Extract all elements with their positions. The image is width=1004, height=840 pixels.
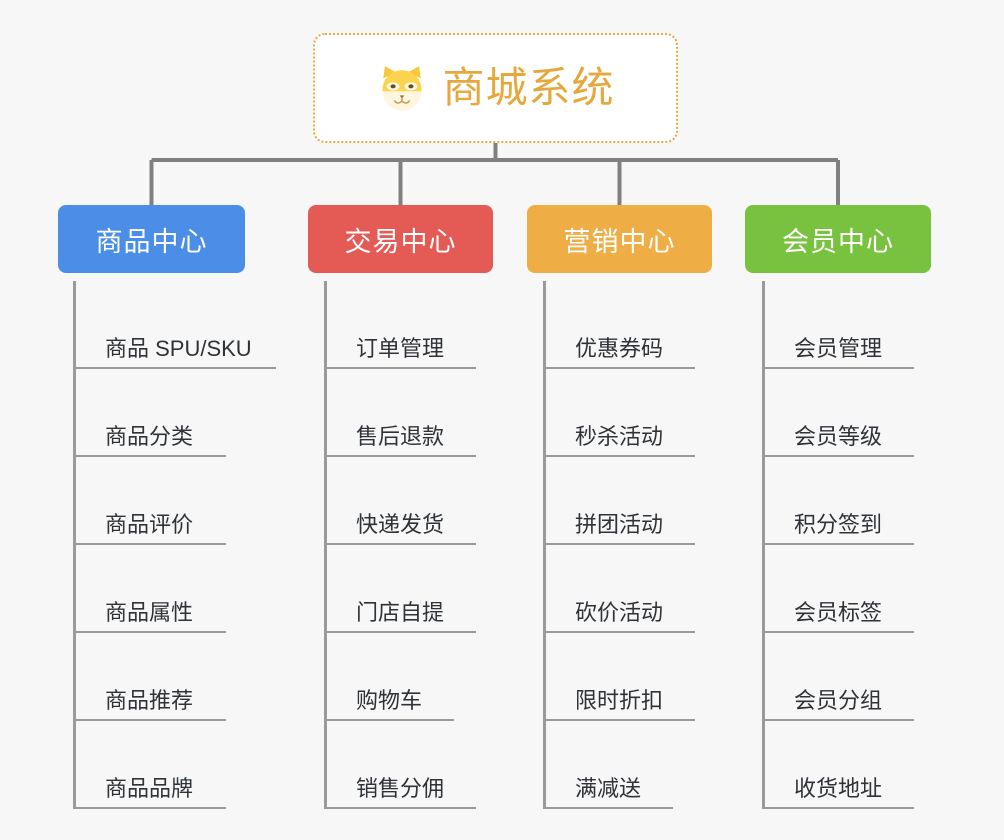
leaf-item[interactable]: 拼团活动 (543, 457, 695, 545)
leaf-item[interactable]: 商品分类 (73, 369, 226, 457)
leaf-item-rule (543, 367, 695, 369)
leaf-item-label: 商品属性 (105, 600, 194, 625)
category-chip-product-center[interactable]: 商品中心 (58, 205, 245, 273)
leaf-item[interactable]: 会员等级 (762, 369, 914, 457)
leaf-item-label: 会员标签 (794, 600, 883, 625)
leaf-item-label: 优惠券码 (575, 336, 664, 361)
leaf-item-rule (543, 455, 695, 457)
leaf-item-rule (324, 543, 476, 545)
leaf-item[interactable]: 收货地址 (762, 721, 914, 809)
leaf-item[interactable]: 售后退款 (324, 369, 476, 457)
leaf-item-rule (543, 631, 695, 633)
leaf-item-rule (324, 455, 476, 457)
leaf-item-label: 会员管理 (794, 336, 883, 361)
leaf-item-label: 商品品牌 (105, 776, 194, 801)
leaf-item-label: 收货地址 (794, 776, 883, 801)
leaf-item-label: 购物车 (356, 688, 423, 713)
leaf-item-rule (543, 807, 673, 809)
leaf-item-rule (543, 719, 695, 721)
leaf-item[interactable]: 积分签到 (762, 457, 914, 545)
leaf-item[interactable]: 销售分佣 (324, 721, 476, 809)
column-spine (73, 281, 76, 809)
leaf-item-label: 拼团活动 (575, 512, 664, 537)
leaf-item[interactable]: 会员管理 (762, 281, 914, 369)
leaf-item-label: 订单管理 (356, 336, 445, 361)
leaf-item-rule (762, 807, 914, 809)
leaf-item[interactable]: 优惠券码 (543, 281, 695, 369)
leaf-item[interactable]: 购物车 (324, 633, 454, 721)
leaf-item[interactable]: 会员标签 (762, 545, 914, 633)
column-spine (762, 281, 765, 809)
leaf-item[interactable]: 秒杀活动 (543, 369, 695, 457)
column-spine (543, 281, 546, 809)
leaf-item-rule (324, 719, 454, 721)
leaf-item-rule (762, 543, 914, 545)
leaf-item-rule (73, 807, 226, 809)
category-chip-marketing-center[interactable]: 营销中心 (527, 205, 712, 273)
leaf-item-label: 满减送 (575, 776, 642, 801)
category-chip-label: 会员中心 (782, 226, 894, 257)
column-spine (324, 281, 327, 809)
leaf-item[interactable]: 满减送 (543, 721, 673, 809)
leaf-item-rule (73, 455, 226, 457)
leaf-item-label: 商品推荐 (105, 688, 194, 713)
leaf-item-rule (543, 543, 695, 545)
leaf-item-label: 限时折扣 (575, 688, 664, 713)
leaf-item-rule (73, 367, 276, 369)
leaf-item-rule (73, 719, 226, 721)
category-chip-label: 交易中心 (344, 226, 457, 257)
leaf-item[interactable]: 商品品牌 (73, 721, 226, 809)
leaf-item-label: 销售分佣 (356, 776, 445, 801)
leaf-item[interactable]: 门店自提 (324, 545, 476, 633)
category-chip-trade-center[interactable]: 交易中心 (308, 205, 493, 273)
leaf-item-label: 商品 SPU/SKU (105, 336, 252, 361)
leaf-item-rule (762, 455, 914, 457)
leaf-item-label: 秒杀活动 (575, 424, 664, 449)
leaf-item-rule (762, 631, 914, 633)
leaf-item[interactable]: 商品评价 (73, 457, 226, 545)
leaf-item[interactable]: 限时折扣 (543, 633, 695, 721)
leaf-item[interactable]: 砍价活动 (543, 545, 695, 633)
leaf-item-rule (762, 719, 914, 721)
leaf-item-label: 门店自提 (356, 600, 445, 625)
leaf-item-rule (73, 631, 226, 633)
leaf-item-label: 积分签到 (794, 512, 883, 537)
leaf-item-label: 砍价活动 (575, 600, 664, 625)
leaf-item-rule (324, 807, 476, 809)
category-chip-label: 营销中心 (563, 226, 676, 257)
leaf-item[interactable]: 商品属性 (73, 545, 226, 633)
root-node[interactable]: 商城系统 (313, 33, 678, 143)
leaf-item[interactable]: 订单管理 (324, 281, 476, 369)
leaf-item-rule (762, 367, 914, 369)
leaf-item[interactable]: 快递发货 (324, 457, 476, 545)
category-chip-label: 商品中心 (95, 226, 208, 257)
leaf-item-label: 快递发货 (356, 512, 445, 537)
leaf-item[interactable]: 商品推荐 (73, 633, 226, 721)
category-chip-member-center[interactable]: 会员中心 (745, 205, 931, 273)
leaf-item-label: 会员等级 (794, 424, 883, 449)
leaf-item-rule (73, 543, 226, 545)
leaf-item-label: 商品评价 (105, 512, 194, 537)
leaf-item-label: 会员分组 (794, 688, 883, 713)
leaf-item-label: 售后退款 (356, 424, 445, 449)
shiba-dog-face-icon (382, 66, 422, 111)
leaf-item[interactable]: 商品 SPU/SKU (73, 281, 276, 369)
leaf-item-rule (324, 631, 476, 633)
leaf-item[interactable]: 会员分组 (762, 633, 914, 721)
leaf-item-label: 商品分类 (105, 424, 194, 449)
leaf-item-rule (324, 367, 476, 369)
root-title: 商城系统 (442, 64, 615, 111)
